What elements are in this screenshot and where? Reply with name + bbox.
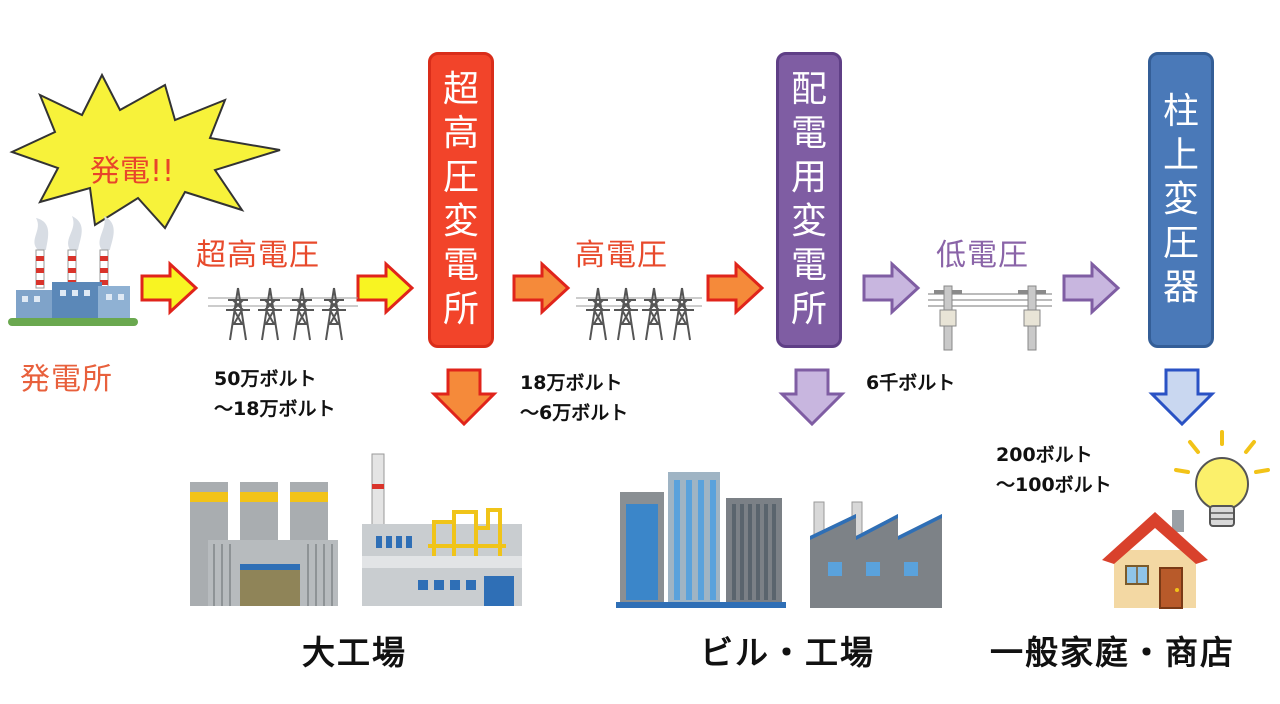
power-plant-icon	[8, 216, 138, 326]
voltage-text: 50万ボルト ～18万ボルト	[214, 364, 335, 424]
voltage-text: 18万ボルト ～6万ボルト	[520, 368, 628, 428]
facility-char: 超	[442, 69, 479, 110]
house-icon	[1102, 510, 1208, 609]
voltage-line: 18万ボルト	[520, 372, 623, 394]
destination-label: 一般家庭・商店	[990, 633, 1235, 672]
arrow-right-icon	[706, 260, 765, 316]
arrow-down-icon	[430, 368, 498, 427]
facility-char: 電	[790, 113, 827, 154]
utility-pole-icon	[928, 285, 1052, 351]
facility-char: 圧	[1162, 223, 1199, 264]
destination-label: 大工場	[302, 633, 407, 672]
power-plant-label: 発電所	[20, 362, 113, 397]
facility-char: 変	[442, 201, 479, 242]
voltage-text: 200ボルト ～100ボルト	[996, 440, 1112, 500]
arrow-down-icon	[1148, 368, 1216, 427]
facility-char: 所	[442, 289, 479, 330]
large-factory-icon	[190, 453, 522, 606]
arrow-right-icon	[862, 260, 921, 316]
facility-char: 圧	[442, 157, 479, 198]
facility-char: 配	[790, 69, 827, 110]
distribution-substation-box: 配 電 用 変 電 所	[776, 52, 842, 348]
arrow-down-icon	[778, 368, 846, 427]
facility-char: 用	[790, 157, 827, 198]
arrow-right-icon	[1062, 260, 1121, 316]
transmission-tower-icon	[208, 287, 358, 341]
ultra-high-voltage-substation-box: 超 高 圧 変 電 所	[428, 52, 494, 348]
pole-transformer-box: 柱 上 変 圧 器	[1148, 52, 1214, 348]
facility-char: 電	[442, 245, 479, 286]
voltage-line: 6千ボルト	[866, 372, 956, 394]
voltage-text: 6千ボルト	[866, 368, 955, 398]
stage-label-low-voltage: 低電圧	[936, 238, 1029, 273]
stage-label-high-voltage: 高電圧	[575, 238, 668, 273]
voltage-line: ～100ボルト	[996, 474, 1112, 496]
facility-char: 電	[790, 245, 827, 286]
voltage-line: ～18万ボルト	[214, 398, 336, 420]
arrow-right-icon	[356, 260, 415, 316]
voltage-line: 200ボルト	[996, 444, 1093, 466]
facility-char: 高	[442, 113, 479, 154]
stage-label-ultra-high-voltage: 超高電圧	[196, 238, 320, 273]
voltage-line: ～6万ボルト	[520, 402, 629, 424]
voltage-line: 50万ボルト	[214, 368, 317, 390]
facility-char: 所	[790, 289, 827, 330]
light-bulb-icon	[1174, 430, 1270, 527]
arrow-right-icon	[140, 260, 199, 316]
arrow-right-icon	[512, 260, 571, 316]
facility-char: 柱	[1162, 91, 1199, 132]
facility-char: 器	[1162, 267, 1199, 308]
facility-char: 変	[1162, 179, 1199, 220]
buildings-factory-icon	[616, 472, 942, 608]
facility-char: 上	[1162, 135, 1199, 176]
transmission-tower-icon	[576, 287, 702, 341]
burst-text: 発電!!	[90, 154, 175, 189]
destination-label: ビル・工場	[700, 633, 875, 672]
explosion-burst-icon	[9, 72, 281, 230]
facility-char: 変	[790, 201, 827, 242]
